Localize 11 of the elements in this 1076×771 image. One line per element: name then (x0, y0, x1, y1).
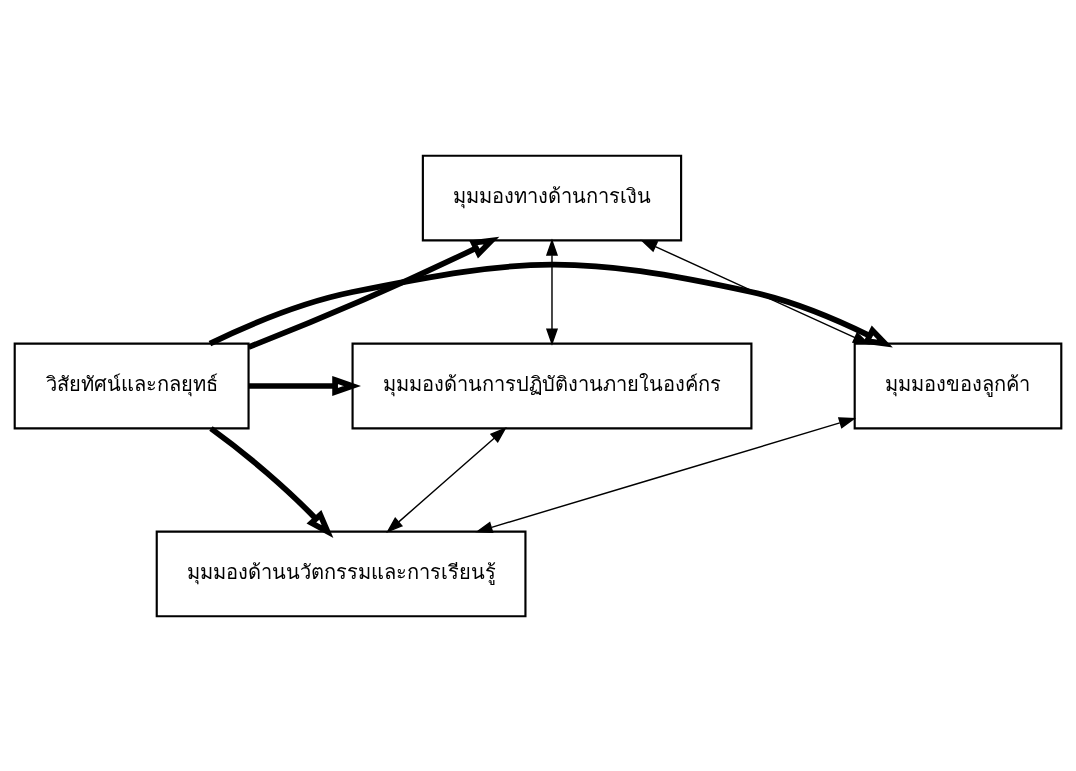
node-box: มุมมองทางด้านการเงิน (421, 154, 683, 241)
node-box: มุมมองของลูกค้า (853, 342, 1063, 429)
node-box: มุมมองด้านการปฏิบัติงานภายในองค์กร (351, 342, 753, 429)
arrow (247, 236, 500, 350)
arrow (209, 425, 334, 538)
arrow (545, 237, 558, 346)
node-box: มุมมองด้านนวัตกรรมและการเรียนรู้ (155, 530, 527, 617)
arrow (248, 375, 361, 396)
arrow (386, 426, 507, 533)
arrow (475, 416, 857, 533)
node-box: วิสัยทัศน์และกลยุทธ์ (13, 342, 250, 429)
